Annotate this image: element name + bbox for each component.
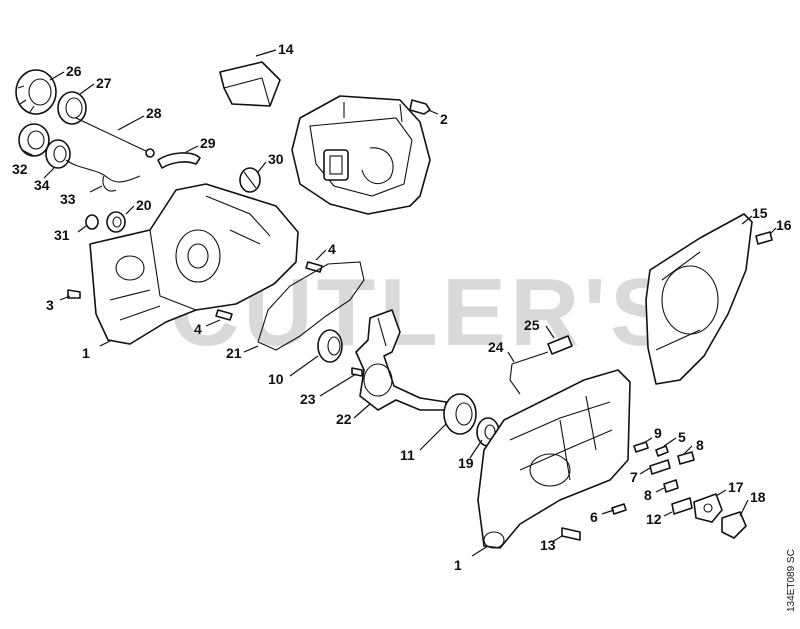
part-9-pin — [633, 441, 649, 453]
part-14-deflector — [219, 61, 281, 107]
reference-code: 134ET089 SC — [786, 549, 797, 612]
callout-20: 20 — [136, 197, 152, 213]
callout-29: 29 — [200, 135, 216, 151]
callout-10: 10 — [268, 371, 284, 387]
part-29-clip — [157, 152, 201, 169]
callout-18: 18 — [750, 489, 766, 505]
callout-1-left: 1 — [82, 345, 90, 361]
part-26-gear — [15, 69, 57, 115]
part-20-seal — [106, 211, 126, 233]
callout-26: 26 — [66, 63, 82, 79]
callout-5: 5 — [678, 429, 686, 445]
callout-22: 22 — [336, 411, 352, 427]
part-3-screw — [67, 289, 81, 299]
part-27-washer — [57, 91, 87, 125]
part-18-nut-plate — [721, 511, 747, 539]
callout-4-upper: 4 — [328, 241, 336, 257]
callout-24: 24 — [488, 339, 504, 355]
part-30-grommet — [239, 167, 261, 193]
callout-13: 13 — [540, 537, 556, 553]
callout-28: 28 — [146, 105, 162, 121]
callout-16: 16 — [776, 217, 792, 233]
part-34-washer — [45, 139, 71, 169]
part-17-plate — [693, 493, 723, 523]
callout-8-upper: 8 — [696, 437, 704, 453]
callout-4-lower: 4 — [194, 321, 202, 337]
part-24-lever — [509, 351, 549, 395]
callout-21: 21 — [226, 345, 242, 361]
part-6-pin — [611, 503, 627, 515]
part-15-cover — [645, 213, 753, 385]
callout-7: 7 — [630, 469, 638, 485]
part-1-left-crankcase — [89, 183, 299, 345]
callout-27: 27 — [96, 75, 112, 91]
part-31-nut — [85, 214, 99, 230]
callout-30: 30 — [268, 151, 284, 167]
part-cylinder-shroud — [291, 95, 431, 215]
callout-2: 2 — [440, 111, 448, 127]
callout-8-lower: 8 — [644, 487, 652, 503]
callout-19: 19 — [458, 455, 474, 471]
callout-9: 9 — [654, 425, 662, 441]
part-11-bearing — [443, 393, 477, 435]
part-23-pin — [351, 367, 363, 377]
part-28-rod — [75, 117, 155, 158]
callout-6: 6 — [590, 509, 598, 525]
callout-34: 34 — [34, 177, 50, 193]
callout-14: 14 — [278, 41, 294, 57]
part-8-stud-lower — [663, 479, 679, 493]
callout-15: 15 — [752, 205, 768, 221]
leader-lines — [21, 49, 777, 557]
callout-31: 31 — [54, 227, 70, 243]
callout-32: 32 — [12, 161, 28, 177]
callout-33: 33 — [60, 191, 76, 207]
part-16-screw — [755, 231, 773, 245]
part-1-right-crankcase — [477, 369, 631, 549]
part-7-stud — [649, 459, 671, 475]
callout-25: 25 — [524, 317, 540, 333]
callout-11: 11 — [400, 447, 415, 463]
part-2-screw — [409, 99, 431, 115]
part-10-bearing — [317, 329, 343, 363]
part-33-wire — [65, 159, 141, 192]
callout-3: 3 — [46, 297, 54, 313]
callout-23: 23 — [300, 391, 316, 407]
callout-12: 12 — [646, 511, 662, 527]
part-13-screw — [561, 527, 581, 541]
part-12-stud — [671, 497, 693, 515]
callout-1-right: 1 — [454, 557, 462, 573]
callout-17: 17 — [728, 479, 744, 495]
part-21-gasket — [257, 261, 365, 351]
part-25-sleeve — [547, 335, 573, 355]
part-4-dowel-lower — [215, 309, 233, 321]
callout-labels: 1 1 2 3 4 4 5 6 7 8 8 9 10 11 12 13 14 1… — [12, 41, 792, 573]
part-8-stud-upper — [677, 451, 695, 465]
part-5-pin — [655, 445, 669, 457]
